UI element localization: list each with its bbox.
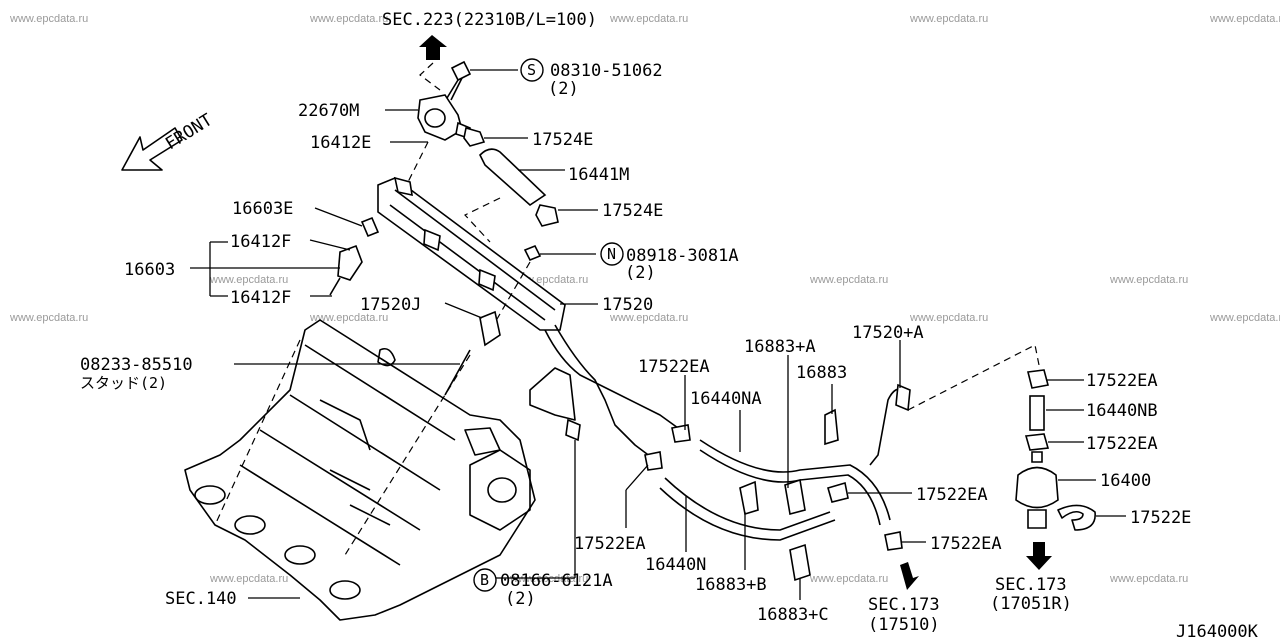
part-17520j: 17520J <box>360 295 421 315</box>
fuel-filter-group <box>1015 369 1096 531</box>
watermark: www.epcdata.ru <box>909 312 988 324</box>
watermark: www.epcdata.ru <box>909 13 988 25</box>
n-symbol: N <box>607 245 616 263</box>
stud-note: スタッド(2) <box>80 374 167 392</box>
front-arrow-icon <box>121 127 183 171</box>
part-16412f-bot: 16412F <box>230 288 291 308</box>
fuel-rail <box>377 176 566 331</box>
part-16440na: 16440NA <box>690 389 762 409</box>
part-16603e: 16603E <box>232 199 293 219</box>
sec173-b-ref: SEC.173 <box>995 575 1067 595</box>
watermark: www.epcdata.ru <box>1209 312 1280 324</box>
part-16883c: 16883+C <box>757 605 829 625</box>
down-arrow-icon <box>900 562 919 590</box>
part-17522e: 17522E <box>1130 508 1191 528</box>
front-direction-indicator: FRONT <box>121 110 216 171</box>
part-17520a: 17520+A <box>852 323 924 343</box>
part-17524e-mid: 17524E <box>602 201 663 221</box>
part-17522ea-1: 17522EA <box>638 357 710 377</box>
watermark: www.epcdata.ru <box>209 573 288 585</box>
part-17520: 17520 <box>602 295 653 315</box>
watermark: www.epcdata.ru <box>9 312 88 324</box>
watermark: www.epcdata.ru <box>309 312 388 324</box>
watermark: www.epcdata.ru <box>609 13 688 25</box>
watermark: www.epcdata.ru <box>609 312 688 324</box>
part-17522ea-low: 17522EA <box>930 534 1002 554</box>
watermark: www.epcdata.ru <box>1109 573 1188 585</box>
watermark: www.epcdata.ru <box>1109 274 1188 286</box>
watermark: www.epcdata.ru <box>9 13 88 25</box>
nut-n-qty: (2) <box>625 263 656 283</box>
part-16440nb: 16440NB <box>1086 401 1158 421</box>
watermark: www.epcdata.ru <box>209 274 288 286</box>
part-16412f-top: 16412F <box>230 232 291 252</box>
part-16883b: 16883+B <box>695 575 767 595</box>
part-17522ea-2: 17522EA <box>574 534 646 554</box>
part-17524e-top: 17524E <box>532 130 593 150</box>
part-17522ea-mid: 17522EA <box>916 485 988 505</box>
watermark: www.epcdata.ru <box>1209 13 1280 25</box>
sec173-a-sub: (17510) <box>868 615 940 635</box>
bolt-s-part: 08310-51062 <box>550 61 663 81</box>
bolt-b-part: 08166-6121A <box>500 571 613 591</box>
injector-group: 16603E 16412F 16603 16412F <box>124 199 380 308</box>
sec173-b-sub: (17051R) <box>990 594 1072 614</box>
watermark: www.epcdata.ru <box>809 573 888 585</box>
part-16441m: 16441M <box>568 165 629 185</box>
part-16883a: 16883+A <box>744 337 816 357</box>
part-16440n: 16440N <box>645 555 706 575</box>
watermark: www.epcdata.ru <box>809 274 888 286</box>
part-22670m: 22670M <box>298 101 359 121</box>
sec140-ref: SEC.140 <box>165 589 237 609</box>
pressure-regulator: 22670M <box>298 94 471 141</box>
sec223-ref: SEC.223(22310B/L=100) <box>382 10 597 30</box>
stud-part: 08233-85510 <box>80 355 193 375</box>
nut-n-part: 08918-3081A <box>626 246 739 266</box>
part-16400: 16400 <box>1100 471 1151 491</box>
part-16603: 16603 <box>124 260 175 280</box>
part-17522ea-r2: 17522EA <box>1086 434 1158 454</box>
front-label: FRONT <box>162 110 216 154</box>
bolt-s-qty: (2) <box>548 79 579 99</box>
down-arrow-icon <box>1026 542 1052 570</box>
part-17522ea-r1: 17522EA <box>1086 371 1158 391</box>
intake-manifold <box>184 319 536 621</box>
sec173-a-ref: SEC.173 <box>868 595 940 615</box>
bolt-b-qty: (2) <box>505 589 536 609</box>
s-symbol: S <box>527 61 536 79</box>
fuel-pipe-bracket <box>529 324 679 461</box>
part-16412e: 16412E <box>310 133 371 153</box>
b-symbol: B <box>480 571 489 589</box>
up-arrow-icon <box>419 35 447 60</box>
watermark: www.epcdata.ru <box>309 13 388 25</box>
bolt-s-group: S 08310-51062 (2) <box>446 58 663 101</box>
diagram-code: J164000K <box>1176 622 1259 640</box>
part-16883: 16883 <box>796 363 847 383</box>
watermark: www.epcdata.ru <box>509 573 588 585</box>
